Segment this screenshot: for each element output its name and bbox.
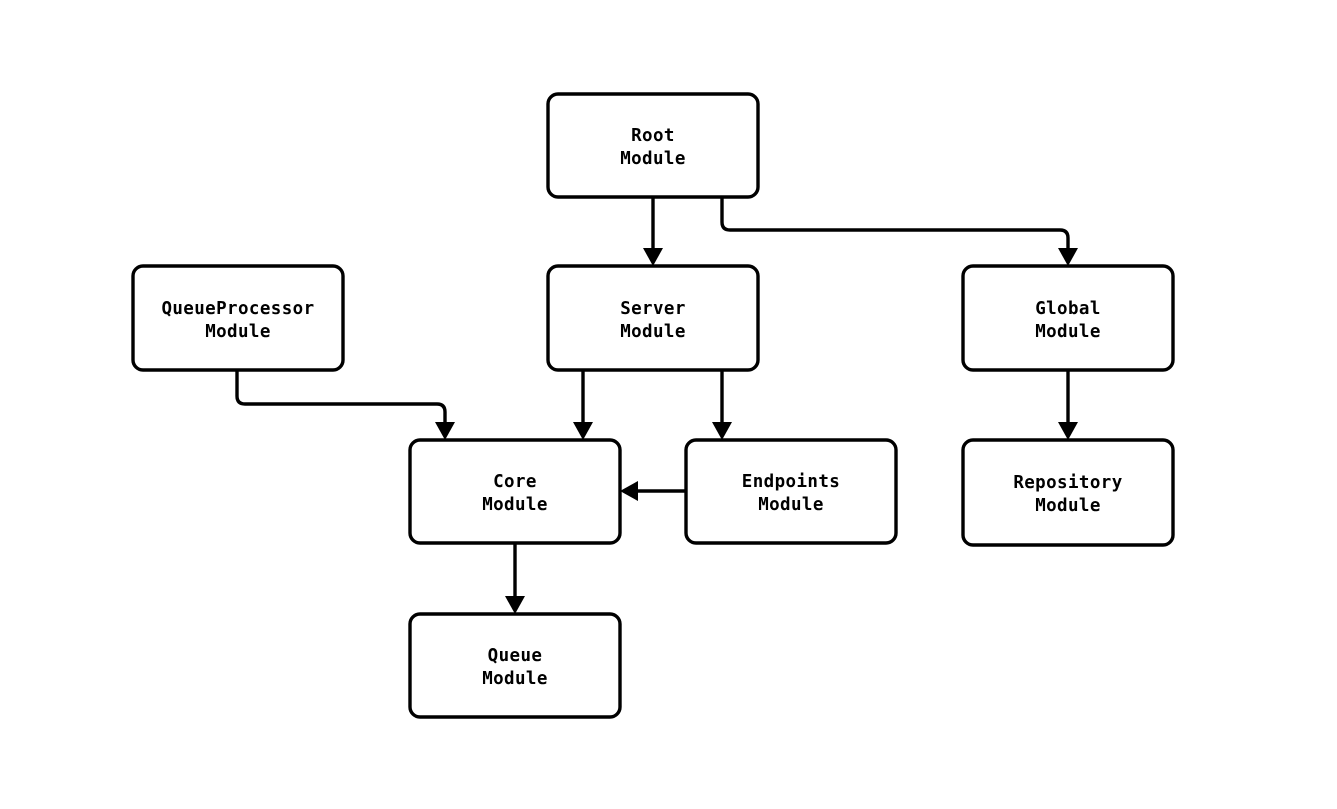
node-queueprocessor-module-box[interactable] bbox=[131, 264, 345, 372]
node-queue-module-label-line2: Module bbox=[482, 669, 548, 689]
edge-endpoints-to-core bbox=[620, 481, 686, 501]
node-repository-module-label-line2: Module bbox=[1035, 496, 1101, 516]
node-server-module-label-line2: Module bbox=[620, 322, 686, 342]
edge-layer bbox=[235, 197, 1078, 614]
node-global-module[interactable]: Global Module bbox=[961, 264, 1175, 372]
node-global-module-box[interactable] bbox=[961, 264, 1175, 372]
node-queue-module-label-line1: Queue bbox=[488, 646, 543, 666]
node-root-module-box[interactable] bbox=[546, 92, 760, 199]
node-endpoints-module-label-line1: Endpoints bbox=[742, 472, 840, 492]
node-repository-module-label-line1: Repository bbox=[1013, 473, 1122, 493]
node-root-module-label-line2: Module bbox=[620, 149, 686, 169]
node-server-module[interactable]: Server Module bbox=[546, 264, 760, 372]
edge-root-to-global bbox=[720, 197, 1078, 266]
arrowhead-core-to-queue bbox=[505, 596, 525, 614]
node-repository-module[interactable]: Repository Module bbox=[961, 438, 1175, 547]
node-endpoints-module[interactable]: Endpoints Module bbox=[684, 438, 898, 545]
edge-core-to-queue bbox=[505, 543, 525, 614]
node-queueprocessor-module[interactable]: QueueProcessor Module bbox=[131, 264, 345, 372]
edge-server-to-endpoints bbox=[712, 370, 732, 440]
arrowhead-server-to-core bbox=[573, 422, 593, 440]
edge-root-to-server bbox=[643, 197, 663, 266]
edge-server-to-core bbox=[573, 370, 593, 440]
node-server-module-box[interactable] bbox=[546, 264, 760, 372]
arrowhead-server-to-endpoints bbox=[712, 422, 732, 440]
node-queue-module[interactable]: Queue Module bbox=[408, 612, 622, 719]
node-queueprocessor-module-label-line1: QueueProcessor bbox=[161, 299, 314, 319]
node-endpoints-module-box[interactable] bbox=[684, 438, 898, 545]
node-layer: Root Module QueueProcessor Module Server… bbox=[131, 92, 1175, 719]
arrowhead-queueprocessor-to-core bbox=[435, 422, 455, 440]
node-core-module[interactable]: Core Module bbox=[408, 438, 622, 545]
node-endpoints-module-label-line2: Module bbox=[758, 495, 824, 515]
edge-queueprocessor-to-core-line bbox=[235, 370, 447, 422]
node-queueprocessor-module-label-line2: Module bbox=[205, 322, 271, 342]
arrowhead-root-to-global bbox=[1058, 248, 1078, 266]
arrowhead-root-to-server bbox=[643, 248, 663, 266]
node-global-module-label-line1: Global bbox=[1035, 299, 1101, 319]
edge-root-to-global-line bbox=[720, 197, 1070, 248]
edge-queueprocessor-to-core bbox=[235, 370, 455, 440]
arrowhead-global-to-repository bbox=[1058, 422, 1078, 440]
node-queue-module-box[interactable] bbox=[408, 612, 622, 719]
node-core-module-label-line2: Module bbox=[482, 495, 548, 515]
edge-global-to-repository bbox=[1058, 370, 1078, 440]
node-core-module-label-line1: Core bbox=[493, 472, 537, 492]
node-global-module-label-line2: Module bbox=[1035, 322, 1101, 342]
arrowhead-endpoints-to-core bbox=[620, 481, 638, 501]
node-repository-module-box[interactable] bbox=[961, 438, 1175, 547]
node-core-module-box[interactable] bbox=[408, 438, 622, 545]
node-root-module[interactable]: Root Module bbox=[546, 92, 760, 199]
node-server-module-label-line1: Server bbox=[620, 299, 686, 319]
node-root-module-label-line1: Root bbox=[631, 126, 675, 146]
